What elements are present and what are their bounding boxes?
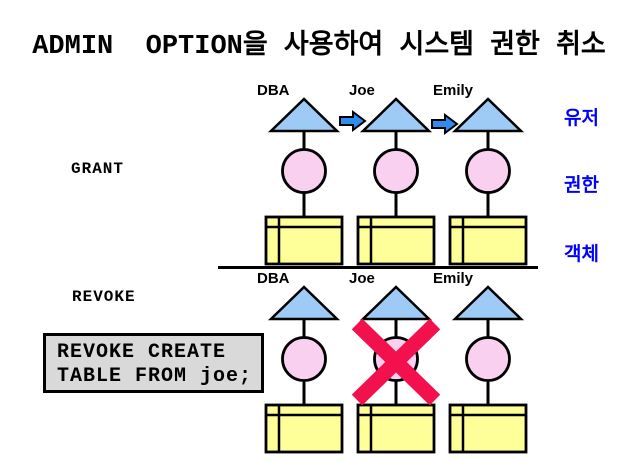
legend-user-label: 유저 — [564, 108, 599, 129]
arrow-shape — [431, 113, 459, 135]
entity-grant-joe-graphic — [356, 97, 436, 266]
entity-grant-emily: Emily — [433, 82, 533, 266]
entity-revoke-dba: DBA — [257, 270, 349, 454]
page-title: ADMIN OPTION을 사용하여 시스템 권한 취소 — [32, 32, 606, 62]
entity-revoke-emily: Emily — [433, 270, 533, 454]
object-table-icon — [448, 403, 528, 454]
object-table-icon — [264, 403, 344, 454]
revoke-x-icon — [351, 318, 441, 406]
entity-grant-dba-graphic — [264, 97, 344, 266]
user-name-label: Emily — [433, 82, 474, 99]
entity-revoke-joe: Joe — [349, 270, 441, 454]
user-triangle-icon — [451, 97, 525, 133]
user-name-label: Joe — [349, 270, 375, 287]
privilege-circle-icon — [465, 336, 511, 382]
user-triangle-icon — [451, 285, 525, 321]
user-triangle-icon — [267, 97, 341, 133]
entity-grant-joe: Joe — [349, 82, 441, 266]
x-stroke — [351, 318, 441, 406]
grant-flow-arrow-icon — [431, 113, 459, 135]
sql-code-line: REVOKE CREATE — [57, 341, 227, 364]
legend-object-label: 객체 — [564, 244, 599, 265]
privilege-circle-icon — [281, 148, 327, 194]
privilege-circle-icon — [465, 148, 511, 194]
user-name-label: Joe — [349, 82, 375, 99]
entity-revoke-joe-graphic — [356, 285, 436, 454]
entity-grant-dba: DBA — [257, 82, 349, 266]
legend-privilege-label: 권한 — [564, 175, 599, 196]
arrow-shape — [339, 110, 367, 132]
user-name-label: Emily — [433, 270, 474, 287]
object-table-icon — [264, 215, 344, 266]
grant-flow-arrow-icon — [339, 110, 367, 132]
user-triangle-icon — [359, 285, 433, 321]
privilege-circle-icon — [373, 148, 419, 194]
entity-revoke-dba-graphic — [264, 285, 344, 454]
user-triangle-icon — [267, 285, 341, 321]
entity-revoke-emily-graphic — [448, 285, 528, 454]
privilege-circle-icon — [281, 336, 327, 382]
object-table-icon — [356, 403, 436, 454]
user-name-label: DBA — [257, 82, 290, 99]
object-table-icon — [356, 215, 436, 266]
section-divider-line — [218, 266, 538, 269]
sql-code-line: TABLE FROM joe; — [57, 365, 253, 388]
user-triangle-icon — [359, 97, 433, 133]
grant-section-label: GRANT — [71, 160, 125, 178]
revoke-section-label: REVOKE — [72, 288, 136, 306]
object-table-icon — [448, 215, 528, 266]
entity-grant-emily-graphic — [448, 97, 528, 266]
user-name-label: DBA — [257, 270, 290, 287]
sql-code-box: REVOKE CREATE TABLE FROM joe; — [43, 333, 264, 393]
